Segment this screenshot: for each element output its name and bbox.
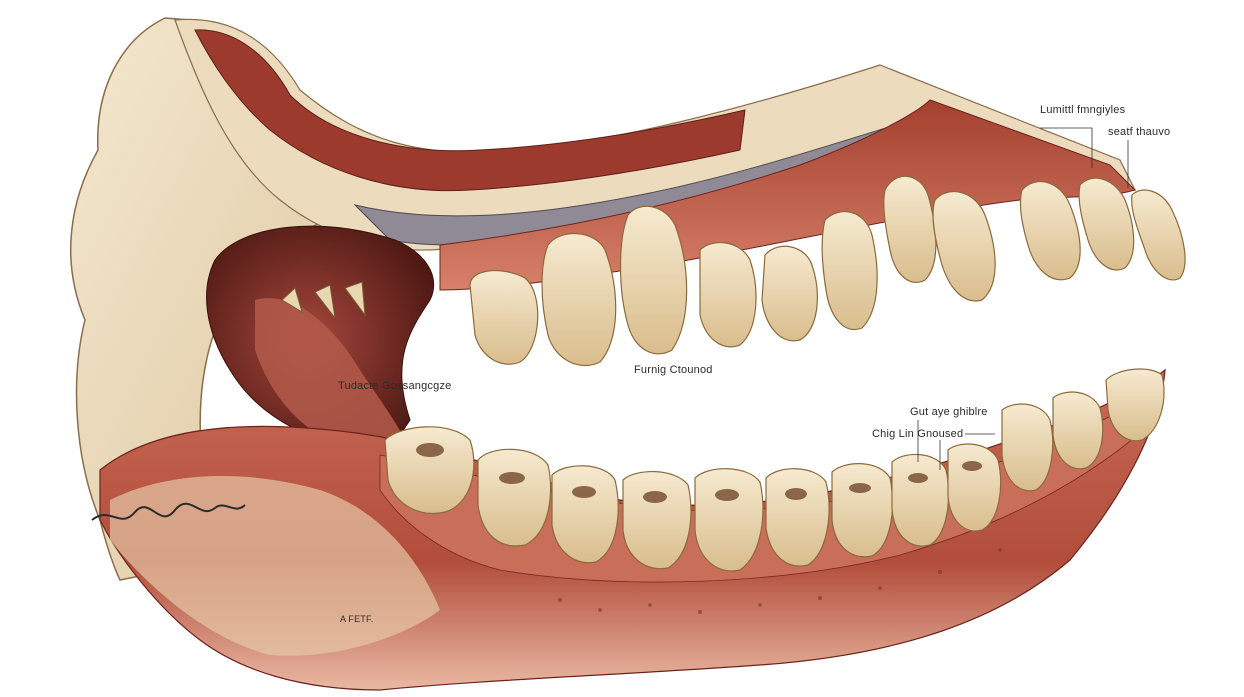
cusp-2 [499, 472, 525, 484]
pore [938, 570, 942, 574]
pore [878, 586, 882, 590]
lower-tooth-10 [1001, 403, 1054, 492]
cusp-7 [849, 483, 871, 493]
upper-back-tooth-2 [314, 284, 336, 319]
jaw-scribble [91, 502, 246, 521]
lower-teeth-cusps [416, 443, 982, 503]
upper-back-tooth-1 [281, 287, 303, 314]
label-upper-right-1: Lumittl fmngiyles [1040, 104, 1126, 116]
cusp-9 [962, 461, 982, 471]
lower-canine [765, 468, 830, 567]
lower-premolar-1 [622, 470, 692, 570]
upper-teeth [469, 175, 1186, 367]
upper-back-teeth [281, 281, 366, 319]
upper-tooth-10 [1078, 177, 1135, 271]
leader-upper-right-1 [1040, 127, 1093, 168]
tongue [255, 298, 405, 445]
lower-tooth-7 [831, 463, 894, 558]
leader-lower-right-2 [939, 433, 995, 470]
lower-molar-3 [551, 465, 619, 564]
pore [558, 598, 562, 602]
bone-pores [558, 548, 1002, 614]
lower-tooth-9 [947, 443, 1002, 532]
cusp-8 [908, 473, 928, 483]
cusp-1 [416, 443, 444, 457]
label-center: Furnig Ctounod [634, 364, 713, 376]
label-upper-right-2: seatf thauvo [1108, 126, 1171, 138]
upper-back-tooth-3 [344, 281, 366, 317]
upper-tooth-11 [1131, 189, 1186, 281]
pore [698, 610, 702, 614]
maxillary-sinus [194, 29, 746, 192]
label-left-tongue: Tudacte Gossangcgze [338, 380, 452, 392]
upper-tooth-7 [883, 175, 937, 283]
lower-tooth-11 [1052, 391, 1104, 470]
pore [598, 608, 602, 612]
upper-tooth-9 [1019, 181, 1081, 281]
label-leader-lines [399, 127, 1129, 470]
cusp-6 [785, 488, 807, 500]
upper-canine [761, 245, 818, 342]
pore [818, 596, 822, 600]
pore [648, 603, 652, 607]
pore [998, 548, 1002, 552]
lower-molar-1 [384, 426, 475, 514]
lower-molar-2 [477, 448, 552, 547]
cusp-4 [643, 491, 667, 503]
upper-molar-1 [469, 270, 539, 365]
cusp-5 [715, 489, 739, 501]
label-lower-right-2: Chig Lin Gnoused [872, 428, 964, 440]
upper-tooth-8 [932, 191, 996, 302]
cusp-3 [572, 486, 596, 498]
lower-premolar-2 [694, 468, 764, 572]
upper-premolar-1 [619, 205, 688, 355]
upper-molar-2 [541, 232, 617, 367]
upper-tooth-6 [821, 211, 878, 331]
lower-tooth-8 [891, 453, 950, 547]
label-jaw-mark: A FETF. [340, 614, 374, 624]
pore [758, 603, 762, 607]
upper-premolar-2 [699, 242, 757, 348]
lower-teeth [384, 368, 1165, 572]
label-lower-right-1: Gut aye ghiblre [910, 406, 988, 418]
mandible-bone-cortex [110, 476, 440, 656]
lower-tooth-12 [1105, 368, 1165, 442]
